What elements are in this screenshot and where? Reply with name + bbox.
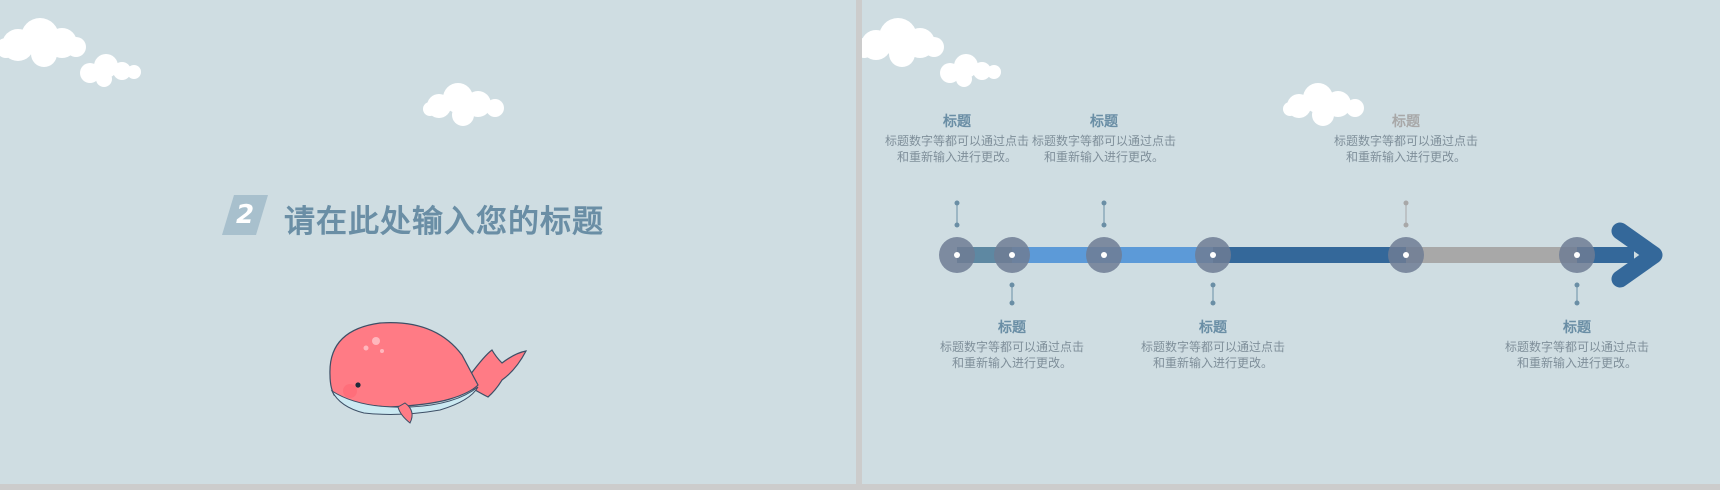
event-description-line: 标题数字等都可以通过点击 — [1504, 340, 1649, 354]
timeline-node-dot — [1101, 252, 1107, 258]
timeline-stem-dot — [954, 200, 960, 206]
cloud-icon — [940, 54, 1001, 87]
timeline-stem-dot — [1210, 282, 1216, 288]
event-description-line: 和重新输入进行更改。 — [896, 150, 1017, 164]
event-description-line: 和重新输入进行更改。 — [951, 356, 1072, 370]
event-description-line: 标题数字等都可以通过点击 — [884, 134, 1029, 148]
timeline-stem-dot — [1403, 200, 1409, 206]
section-number: 2 — [235, 200, 255, 230]
timeline-stem-dot — [1009, 282, 1015, 288]
event-description: 标题数字等都可以通过点击和重新输入进行更改。 — [1128, 339, 1298, 371]
event-title: 标题 — [1563, 320, 1591, 336]
event-description-line: 和重新输入进行更改。 — [1345, 150, 1466, 164]
event-description: 标题数字等都可以通过点击和重新输入进行更改。 — [1492, 339, 1662, 371]
event-title: 标题 — [943, 114, 971, 130]
timeline-arrow-icon — [1611, 222, 1663, 288]
timeline — [939, 200, 1663, 306]
event-title: 标题 — [1392, 114, 1420, 130]
timeline-stem-dot — [1101, 222, 1107, 228]
timeline-node-dot — [954, 252, 960, 258]
cloud-icon — [80, 54, 141, 87]
event-description-line: 和重新输入进行更改。 — [1043, 150, 1164, 164]
timeline-stem-dot — [954, 222, 960, 228]
timeline-slide: 标题标题数字等都可以通过点击和重新输入进行更改。标题标题数字等都可以通过点击和重… — [862, 0, 1720, 484]
timeline-node-dot — [1210, 252, 1216, 258]
sky-decoration — [0, 18, 504, 126]
event-description-line: 和重新输入进行更改。 — [1152, 356, 1273, 370]
event-description: 标题数字等都可以通过点击和重新输入进行更改。 — [872, 133, 1042, 165]
event-description-line: 标题数字等都可以通过点击 — [1031, 134, 1176, 148]
event-title: 标题 — [1090, 114, 1118, 130]
timeline-stem-dot — [1210, 300, 1216, 306]
section-title: 请在此处输入您的标题 — [284, 204, 604, 240]
event-description-line: 标题数字等都可以通过点击 — [1333, 134, 1478, 148]
event-description-line: 和重新输入进行更改。 — [1516, 356, 1637, 370]
cloud-icon — [0, 18, 86, 67]
section-slide: 2 请在此处输入您的标题 — [0, 0, 856, 484]
timeline-stem-dot — [1574, 300, 1580, 306]
timeline-stem-dot — [1009, 300, 1015, 306]
event-description: 标题数字等都可以通过点击和重新输入进行更改。 — [1321, 133, 1491, 165]
event-title: 标题 — [998, 320, 1026, 336]
timeline-node-dot — [1009, 252, 1015, 258]
sky-decoration — [862, 18, 1663, 306]
cloud-icon — [423, 83, 504, 126]
timeline-node-dot — [1403, 252, 1409, 258]
timeline-stem-dot — [1574, 282, 1580, 288]
whale-illustration — [329, 322, 528, 424]
event-description-line: 标题数字等都可以通过点击 — [939, 340, 1084, 354]
event-description: 标题数字等都可以通过点击和重新输入进行更改。 — [927, 339, 1097, 371]
event-title: 标题 — [1199, 320, 1227, 336]
event-description-line: 标题数字等都可以通过点击 — [1140, 340, 1285, 354]
timeline-stem-dot — [1101, 200, 1107, 206]
timeline-stem-dot — [1403, 222, 1409, 228]
cloud-icon — [862, 18, 944, 67]
event-description: 标题数字等都可以通过点击和重新输入进行更改。 — [1019, 133, 1189, 165]
cloud-icon — [1283, 83, 1364, 126]
timeline-node-dot — [1574, 252, 1580, 258]
section-number-badge: 2 — [222, 195, 268, 235]
